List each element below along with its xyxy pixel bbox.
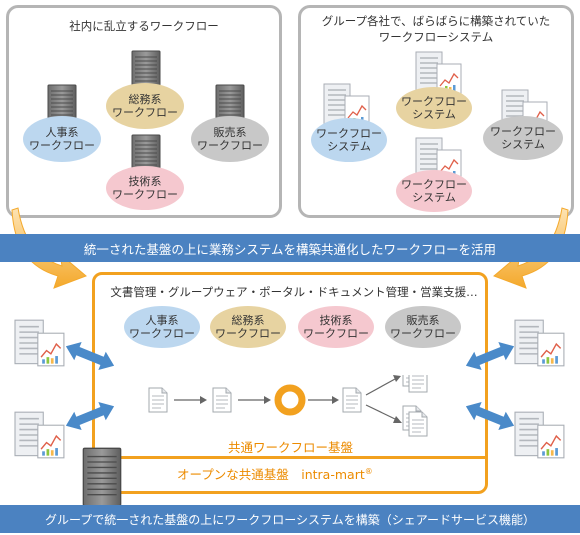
document-icon bbox=[408, 411, 428, 437]
registered-mark: ® bbox=[364, 466, 373, 476]
bubble-workflow-system: ワークフロー システム bbox=[311, 118, 387, 162]
document-icon bbox=[342, 387, 362, 413]
bubble-hr-workflow: 人事系 ワークフロー bbox=[23, 116, 101, 162]
right-panel: グループ各社で、ばらばらに構築されていた ワークフローシステム ワークフロー シ… bbox=[298, 5, 574, 218]
document-icon bbox=[408, 375, 428, 393]
system-docs-icon bbox=[12, 410, 68, 460]
bubble-general-affairs-workflow: 総務系 ワークフロー bbox=[210, 306, 286, 348]
common-workflow-label: 共通ワークフロー基盤 bbox=[228, 440, 354, 455]
document-icon bbox=[212, 387, 232, 413]
open-platform-label: オープンな共通基盤 intra-mart® bbox=[177, 464, 373, 483]
bottom-banner: グループで統一された基盤の上にワークフローシステムを構築（シェアードサービス機能… bbox=[0, 505, 580, 533]
system-docs-icon bbox=[512, 410, 568, 460]
server-icon bbox=[82, 447, 122, 507]
bubble-engineering-workflow: 技術系 ワークフロー bbox=[298, 306, 374, 348]
system-docs-icon bbox=[12, 318, 68, 368]
bubble-workflow-system: ワークフロー システム bbox=[396, 170, 472, 212]
workflow-hub-icon bbox=[274, 384, 306, 416]
top-banner: 統一された基盤の上に業務システムを構築共通化したワークフローを活用 bbox=[0, 234, 580, 262]
left-panel-title: 社内に乱立するワークフロー bbox=[69, 19, 219, 33]
bubble-hr-workflow: 人事系 ワークフロー bbox=[124, 306, 200, 348]
orange-divider bbox=[92, 456, 488, 459]
document-icon bbox=[148, 387, 168, 413]
bubble-sales-workflow: 販売系 ワークフロー bbox=[385, 306, 461, 348]
bubble-general-affairs-workflow: 総務系 ワークフロー bbox=[106, 83, 184, 129]
bubble-workflow-system: ワークフロー システム bbox=[483, 116, 563, 160]
left-panel: 社内に乱立するワークフロー 人事系 ワークフロー 総務系 ワークフロー 販売系 … bbox=[6, 5, 282, 218]
right-panel-title-line1: グループ各社で、ばらばらに構築されていた bbox=[321, 14, 551, 28]
platform-box bbox=[92, 272, 488, 494]
workflow-flow bbox=[148, 375, 428, 437]
right-panel-title-line2: ワークフローシステム bbox=[378, 30, 494, 44]
open-platform-text: オープンな共通基盤 intra-mart bbox=[177, 467, 365, 482]
bubble-engineering-workflow: 技術系 ワークフロー bbox=[106, 166, 184, 210]
bubble-sales-workflow: 販売系 ワークフロー bbox=[191, 116, 269, 162]
platform-caption: 文書管理・グループウェア・ポータル・ドキュメント管理・営業支援… bbox=[110, 285, 478, 299]
bubble-workflow-system: ワークフロー システム bbox=[396, 87, 472, 129]
system-docs-icon bbox=[512, 318, 568, 368]
